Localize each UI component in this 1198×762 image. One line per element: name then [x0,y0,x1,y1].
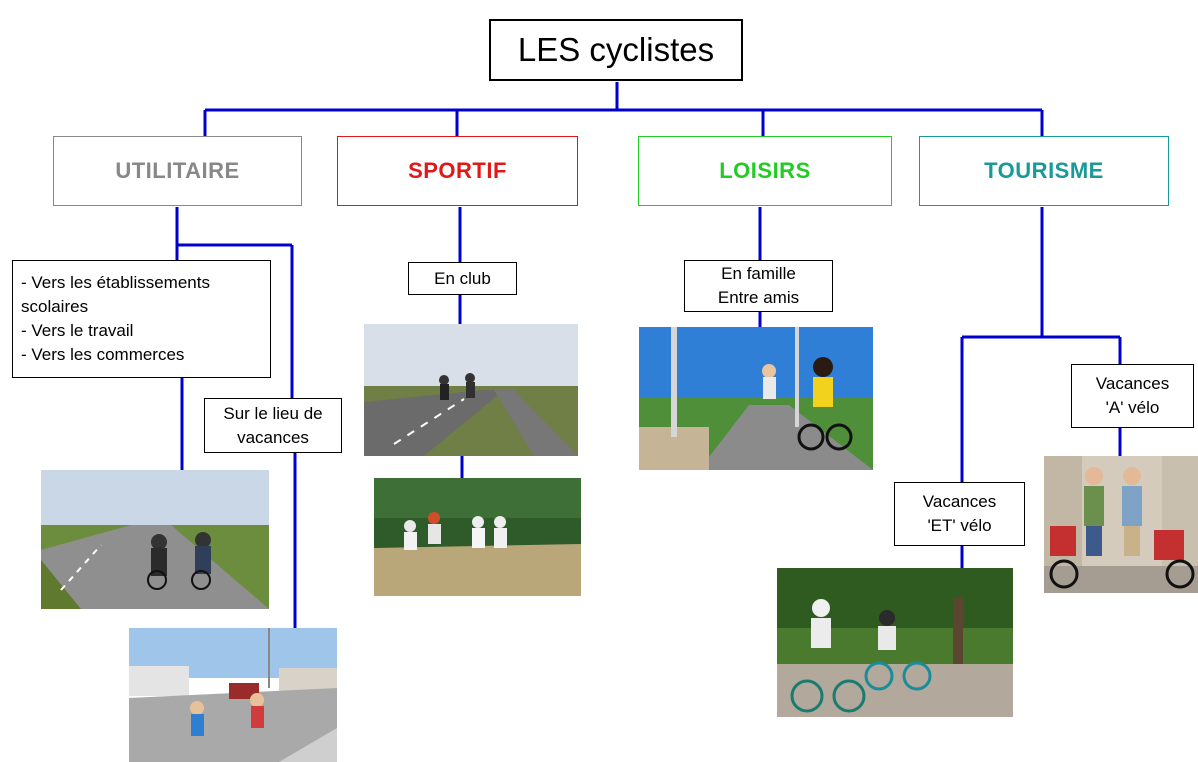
photo-loisirs [639,327,873,470]
category-utilitaire-label: UTILITAIRE [115,158,240,183]
et-velo-line: 'ET' vélo [927,516,992,535]
connector-group [175,82,1122,628]
photo-et-velo [777,568,1013,717]
photo-sportif-club-image [374,478,581,596]
photo-utilitaire-road-image [41,470,269,609]
category-tourisme: TOURISME [919,136,1169,206]
photo-sportif-club [374,478,581,596]
vacances-site-line: Sur le lieu de [223,403,323,423]
vacances-site-note: Sur le lieu de vacances [204,398,342,453]
photo-sportif-road-image [364,324,578,456]
famille-note: En famille Entre amis [684,260,833,312]
famille-line: Entre amis [717,288,800,307]
category-loisirs: LOISIRS [638,136,892,206]
category-tourisme-label: TOURISME [984,158,1104,183]
et-velo-line: Vacances [922,492,997,511]
category-sportif-label: SPORTIF [408,158,507,183]
famille-line: En famille [721,264,796,283]
photo-utilitaire-road [41,470,269,609]
photo-a-velo-image [1044,456,1198,593]
photo-a-velo [1044,456,1198,593]
a-velo-line: 'A' vélo [1105,398,1160,417]
photo-et-velo-image [777,568,1013,717]
club-label: En club [434,268,491,288]
a-velo-line: Vacances [1095,374,1170,393]
photo-vacances-site [129,628,337,762]
destination-line: - Vers les commerces [21,345,185,364]
utilitaire-destinations: - Vers les établissements scolaires - Ve… [12,260,271,378]
category-loisirs-label: LOISIRS [719,158,811,183]
category-utilitaire: UTILITAIRE [53,136,302,206]
photo-sportif-road [364,324,578,456]
et-velo-note: Vacances 'ET' vélo [894,482,1025,546]
vacances-site-line: vacances [237,427,309,447]
club-note: En club [408,262,517,295]
a-velo-note: Vacances 'A' vélo [1071,364,1194,428]
destination-line: - Vers le travail [21,321,134,340]
root-label: LES cyclistes [517,31,715,68]
destination-line: scolaires [21,297,89,316]
destination-line: - Vers les établissements [21,273,210,292]
photo-loisirs-image [639,327,873,470]
photo-vacances-site-image [129,628,337,762]
root-node: LES cyclistes [489,19,743,81]
category-sportif: SPORTIF [337,136,578,206]
